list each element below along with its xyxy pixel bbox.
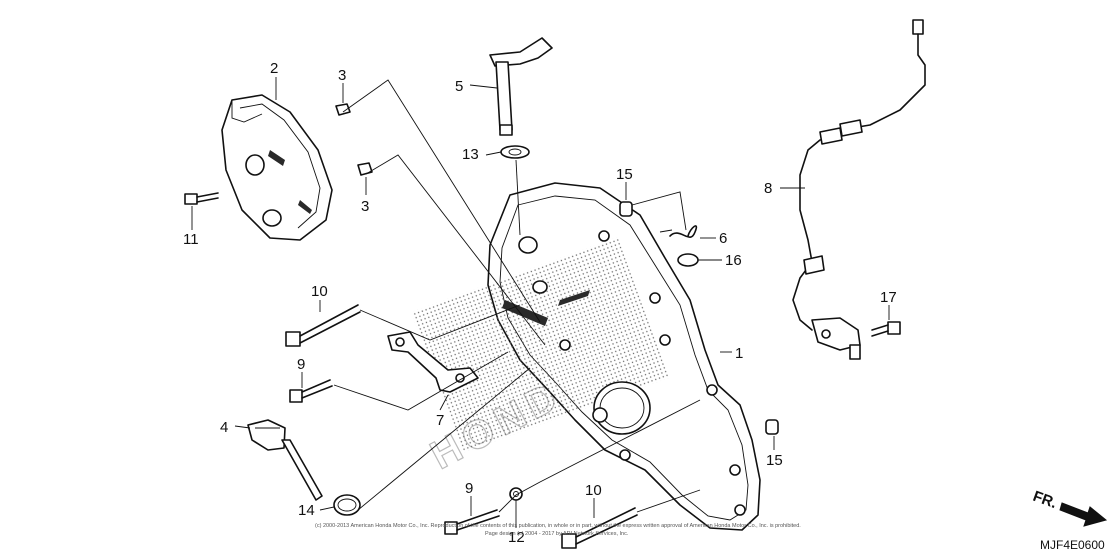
part-4-oil-filler-cap[interactable] (247, 419, 323, 501)
front-direction-indicator: FR. (1031, 488, 1108, 527)
callout-14: 14 (298, 502, 315, 519)
part-17-bolt[interactable] (871, 321, 901, 337)
callout-3-lower: 3 (361, 198, 369, 215)
callout-10-lower: 10 (585, 482, 602, 499)
callout-16: 16 (725, 252, 742, 269)
part-9-bolt-lower[interactable] (444, 509, 500, 535)
callout-10-upper: 10 (311, 283, 328, 300)
copyright-line-2: Page design (c) 2004 - 2017 by ARI Netwo… (485, 531, 629, 537)
part-8-wire-harness[interactable] (792, 19, 926, 360)
callout-7: 7 (436, 412, 444, 429)
callout-numbers: 2 3 3 11 5 13 15 6 16 10 9 1 7 4 14 9 12… (183, 60, 897, 546)
callout-4: 4 (220, 419, 228, 436)
part-15-dowel-pin-lower[interactable] (765, 419, 779, 435)
part-2-outer-cover[interactable] (221, 94, 333, 241)
callout-5: 5 (455, 78, 463, 95)
callout-2: 2 (270, 60, 278, 77)
part-10-bolt-lower[interactable] (561, 507, 638, 549)
part-14-o-ring[interactable] (333, 494, 361, 516)
leader-lines (191, 77, 890, 528)
part-3-grommet-upper[interactable] (335, 103, 351, 116)
callout-8: 8 (764, 180, 772, 197)
callout-1: 1 (735, 345, 743, 362)
copyright-line-1: (c) 2000-2013 American Honda Motor Co., … (315, 523, 801, 529)
callout-6: 6 (719, 230, 727, 247)
callout-13: 13 (462, 146, 479, 163)
callout-11: 11 (183, 231, 199, 248)
part-12-washer[interactable] (509, 487, 523, 501)
part-3-grommet-lower[interactable] (357, 162, 373, 176)
part-6-spring[interactable] (659, 225, 698, 238)
callout-17: 17 (880, 289, 897, 306)
callout-12: 12 (508, 529, 525, 546)
part-16-washer[interactable] (677, 253, 699, 267)
drawing-code: MJF4E0600 (1040, 538, 1105, 552)
part-5-shaft[interactable] (489, 37, 553, 136)
part-10-bolt-upper[interactable] (285, 304, 361, 347)
part-13-oil-seal[interactable] (500, 145, 530, 159)
front-label: FR. (1031, 488, 1060, 512)
callout-15-upper: 15 (616, 166, 633, 183)
part-1-crankcase-cover[interactable] (410, 182, 761, 531)
front-arrow-icon (1059, 502, 1108, 527)
callout-3-upper: 3 (338, 67, 346, 84)
callout-9-upper: 9 (297, 356, 305, 373)
part-15-dowel-pin-upper[interactable] (619, 201, 633, 217)
part-11-bolt[interactable] (184, 192, 219, 205)
part-7-bracket[interactable] (387, 331, 479, 393)
callout-9-lower: 9 (465, 480, 473, 497)
part-9-bolt-upper[interactable] (289, 379, 333, 403)
callout-15-lower: 15 (766, 452, 783, 469)
